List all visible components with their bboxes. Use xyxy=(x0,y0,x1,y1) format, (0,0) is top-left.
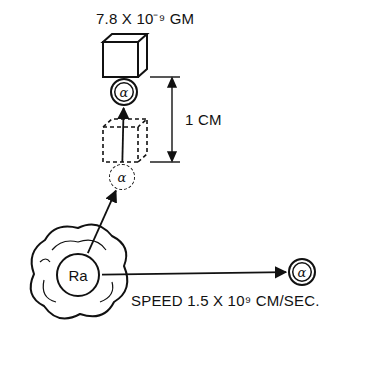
speed-label: SPEED 1.5 X 10⁹ CM/SEC. xyxy=(130,292,321,309)
motion-arrow xyxy=(102,272,286,274)
motion-arrow xyxy=(88,191,116,253)
alpha-particle: α xyxy=(288,258,316,286)
radium-circle: Ra xyxy=(56,253,100,297)
alpha-particle: α xyxy=(110,78,138,106)
radium-source xyxy=(31,224,128,318)
node-text: α xyxy=(118,171,127,184)
node-text: α xyxy=(120,86,129,99)
node-text: Ra xyxy=(68,268,87,283)
dimension-label: 1 CM xyxy=(184,111,223,128)
motion-arrow xyxy=(122,108,123,162)
alpha-particle-dashed: α xyxy=(109,164,135,190)
dimension-lines xyxy=(150,77,180,162)
mass-label: 7.8 X 10⁻⁹ GM xyxy=(95,8,195,28)
node-text: α xyxy=(298,266,307,279)
dashed-cube xyxy=(103,119,147,162)
mass-cube xyxy=(103,34,147,77)
